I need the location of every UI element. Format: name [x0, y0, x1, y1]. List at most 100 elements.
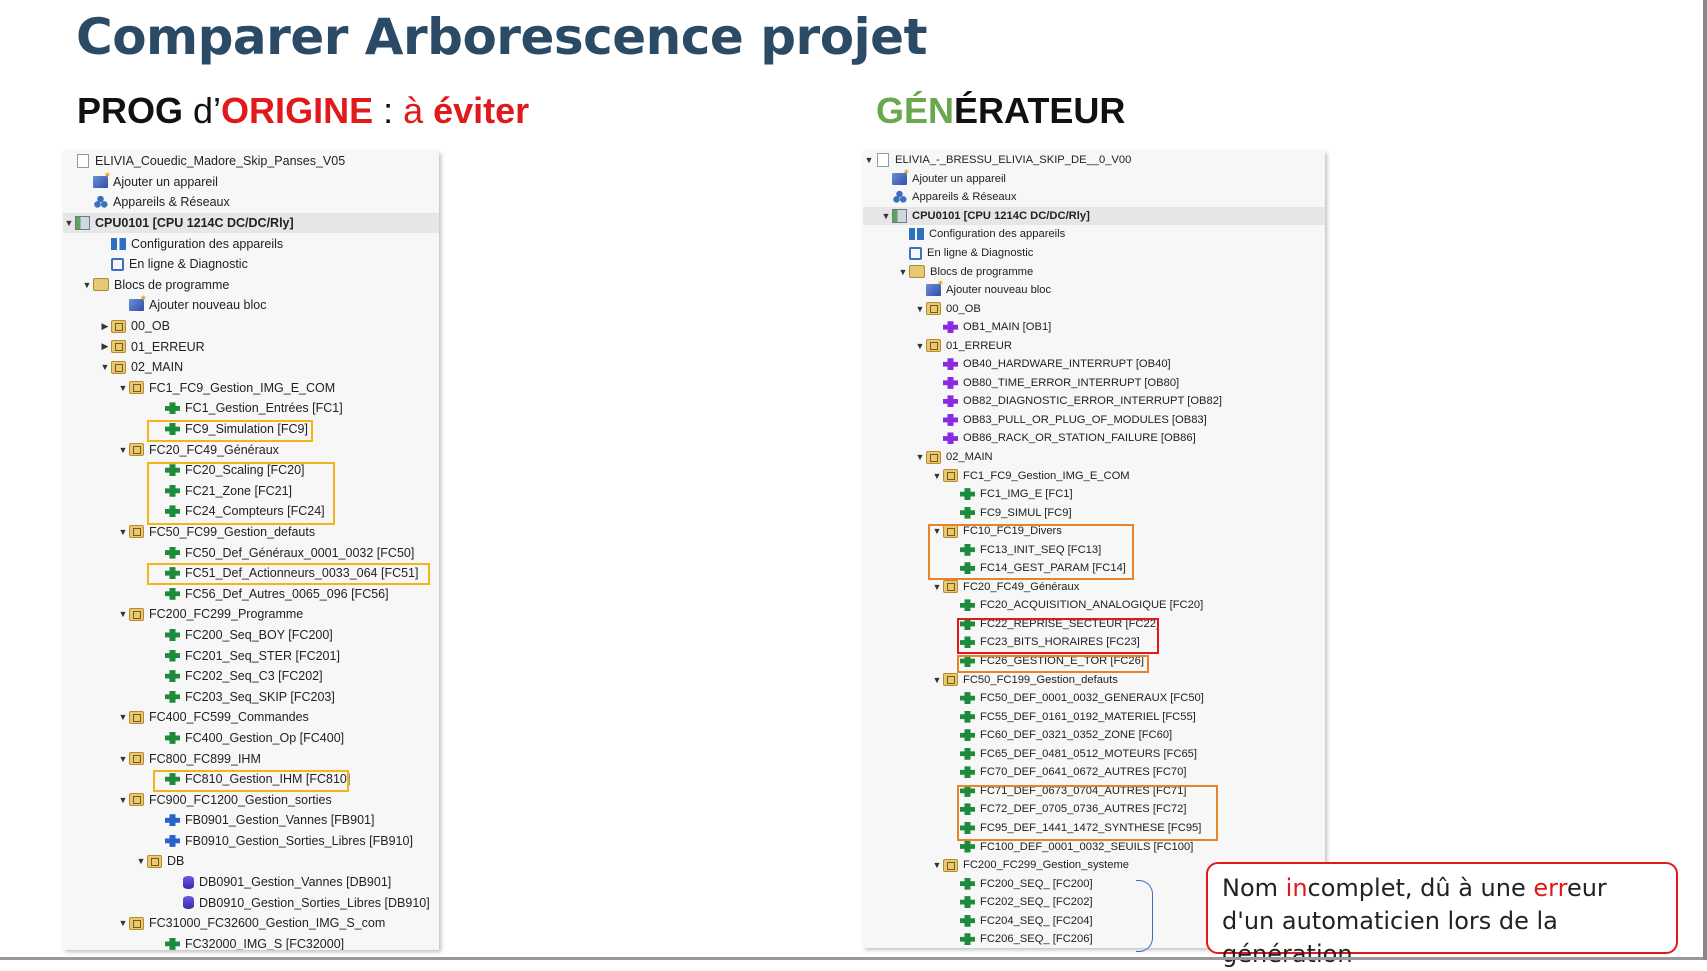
tree-item[interactable]: ▼02_MAIN: [863, 448, 1325, 467]
tree-item[interactable]: FC26_GESTION_E_TOR [FC26]: [863, 652, 1325, 671]
expand-arrow-icon[interactable]: ▼: [932, 674, 942, 685]
tree-item[interactable]: DB0901_Gestion_Vannes [DB901]: [63, 872, 439, 893]
tree-item[interactable]: FC71_DEF_0673_0704_AUTRES [FC71]: [863, 782, 1325, 801]
tree-item[interactable]: FC70_DEF_0641_0672_AUTRES [FC70]: [863, 763, 1325, 782]
tree-item[interactable]: FC32000_IMG_S [FC32000]: [63, 934, 439, 950]
tree-item[interactable]: FC56_Def_Autres_0065_096 [FC56]: [63, 583, 439, 604]
tree-item[interactable]: FC1_IMG_E [FC1]: [863, 485, 1325, 504]
tree-item[interactable]: FC24_Compteurs [FC24]: [63, 501, 439, 522]
tree-item[interactable]: ▼FC50_FC99_Gestion_defauts: [63, 522, 439, 543]
tree-item[interactable]: ▼DB: [63, 851, 439, 872]
tree-item[interactable]: OB1_MAIN [OB1]: [863, 318, 1325, 337]
tree-item[interactable]: ▼FC900_FC1200_Gestion_sorties: [63, 789, 439, 810]
tree-item[interactable]: FC95_DEF_1441_1472_SYNTHESE [FC95]: [863, 819, 1325, 838]
tree-item[interactable]: Ajouter nouveau bloc: [863, 278, 1325, 300]
tree-item[interactable]: ▼CPU0101 [CPU 1214C DC/DC/Rly]: [863, 206, 1325, 226]
collapse-arrow-icon[interactable]: ▶: [101, 320, 109, 331]
tree-item[interactable]: FC203_Seq_SKIP [FC203]: [63, 686, 439, 707]
tree-item[interactable]: ▼Blocs de programme: [863, 262, 1325, 281]
expand-arrow-icon[interactable]: ▼: [118, 712, 128, 723]
tree-item[interactable]: FC400_Gestion_Op [FC400]: [63, 728, 439, 749]
expand-arrow-icon[interactable]: ▼: [82, 279, 92, 290]
tree-item[interactable]: OB82_DIAGNOSTIC_ERROR_INTERRUPT [OB82]: [863, 392, 1325, 411]
tree-item[interactable]: FC1_Gestion_Entrées [FC1]: [63, 398, 439, 419]
tree-item[interactable]: FC72_DEF_0705_0736_AUTRES [FC72]: [863, 800, 1325, 819]
expand-arrow-icon[interactable]: ▼: [136, 856, 146, 867]
tree-item[interactable]: Appareils & Réseaux: [63, 192, 439, 213]
tree-item[interactable]: ▶01_ERREUR: [63, 336, 439, 357]
expand-arrow-icon[interactable]: ▼: [64, 218, 74, 229]
tree-item[interactable]: FC14_GEST_PARAM [FC14]: [863, 559, 1325, 578]
tree-item[interactable]: FC200_SEQ_ [FC200]: [863, 874, 1325, 893]
tree-item[interactable]: FC206_SEQ_ [FC206]: [863, 930, 1325, 948]
tree-item[interactable]: ▼FC200_FC299_Gestion_systeme: [863, 856, 1325, 875]
tree-item[interactable]: ▼ELIVIA_-_BRESSU_ELIVIA_SKIP_DE__0_V00: [863, 151, 1325, 170]
tree-item[interactable]: FC202_Seq_C3 [FC202]: [63, 666, 439, 687]
expand-arrow-icon[interactable]: ▼: [118, 609, 128, 620]
tree-item[interactable]: FC50_Def_Généraux_0001_0032 [FC50]: [63, 542, 439, 563]
tree-item[interactable]: ▼Blocs de programme: [63, 275, 439, 296]
expand-arrow-icon[interactable]: ▼: [118, 794, 128, 805]
tree-item[interactable]: FC23_BITS_HORAIRES [FC23]: [863, 633, 1325, 652]
expand-arrow-icon[interactable]: ▼: [915, 303, 925, 314]
tree-item[interactable]: ▼FC31000_FC32600_Gestion_IMG_S_com: [63, 913, 439, 934]
tree-item[interactable]: Ajouter un appareil: [863, 167, 1325, 189]
expand-arrow-icon[interactable]: ▼: [118, 382, 128, 393]
tree-item[interactable]: ▼01_ERREUR: [863, 336, 1325, 355]
tree-item[interactable]: ▼02_MAIN: [63, 357, 439, 378]
tree-item[interactable]: FC9_Simulation [FC9]: [63, 419, 439, 440]
expand-arrow-icon[interactable]: ▼: [932, 526, 942, 537]
tree-item[interactable]: FC51_Def_Actionneurs_0033_064 [FC51]: [63, 563, 439, 584]
tree-item[interactable]: FB0901_Gestion_Vannes [FB901]: [63, 810, 439, 831]
tree-item[interactable]: FC55_DEF_0161_0192_MATERIEL [FC55]: [863, 707, 1325, 726]
tree-item[interactable]: FC20_Scaling [FC20]: [63, 460, 439, 481]
tree-item[interactable]: En ligne & Diagnostic: [63, 254, 439, 275]
expand-arrow-icon[interactable]: ▼: [118, 918, 128, 929]
tree-item[interactable]: OB83_PULL_OR_PLUG_OF_MODULES [OB83]: [863, 411, 1325, 430]
tree-item[interactable]: Ajouter un appareil: [63, 170, 439, 193]
tree-item[interactable]: FC50_DEF_0001_0032_GENERAUX [FC50]: [863, 689, 1325, 708]
tree-item[interactable]: ▼FC20_FC49_Généraux: [63, 439, 439, 460]
tree-item[interactable]: OB40_HARDWARE_INTERRUPT [OB40]: [863, 355, 1325, 374]
tree-item[interactable]: ▶00_OB: [63, 316, 439, 337]
expand-arrow-icon[interactable]: ▼: [932, 860, 942, 871]
expand-arrow-icon[interactable]: ▼: [118, 444, 128, 455]
tree-item[interactable]: ▼FC200_FC299_Programme: [63, 604, 439, 625]
tree-item[interactable]: FC65_DEF_0481_0512_MOTEURS [FC65]: [863, 745, 1325, 764]
tree-item[interactable]: Appareils & Réseaux: [863, 188, 1325, 207]
expand-arrow-icon[interactable]: ▼: [915, 340, 925, 351]
tree-item[interactable]: FC21_Zone [FC21]: [63, 481, 439, 502]
expand-arrow-icon[interactable]: ▼: [118, 526, 128, 537]
tree-item[interactable]: Ajouter nouveau bloc: [63, 293, 439, 316]
tree-item[interactable]: FC201_Seq_STER [FC201]: [63, 645, 439, 666]
tree-item[interactable]: En ligne & Diagnostic: [863, 244, 1325, 263]
tree-item[interactable]: FC20_ACQUISITION_ANALOGIQUE [FC20]: [863, 596, 1325, 615]
expand-arrow-icon[interactable]: ▼: [864, 155, 874, 166]
tree-item[interactable]: FC13_INIT_SEQ [FC13]: [863, 540, 1325, 559]
tree-item[interactable]: FC204_SEQ_ [FC204]: [863, 911, 1325, 930]
tree-item[interactable]: ▼FC800_FC899_IHM: [63, 748, 439, 769]
tree-item[interactable]: Configuration des appareils: [63, 233, 439, 254]
tree-item[interactable]: FC200_Seq_BOY [FC200]: [63, 625, 439, 646]
tree-item[interactable]: OB80_TIME_ERROR_INTERRUPT [OB80]: [863, 374, 1325, 393]
tree-item[interactable]: ▼FC1_FC9_Gestion_IMG_E_COM: [863, 466, 1325, 485]
tree-item[interactable]: FC9_SIMUL [FC9]: [863, 503, 1325, 522]
tree-item[interactable]: Configuration des appareils: [863, 225, 1325, 244]
tree-item[interactable]: FB0910_Gestion_Sorties_Libres [FB910]: [63, 831, 439, 852]
tree-item[interactable]: FC22_REPRISE_SECTEUR [FC22]: [863, 615, 1325, 634]
expand-arrow-icon[interactable]: ▼: [881, 210, 891, 221]
tree-item[interactable]: FC810_Gestion_IHM [FC810]: [63, 769, 439, 790]
tree-item[interactable]: FC100_DEF_0001_0032_SEUILS [FC100]: [863, 837, 1325, 856]
tree-item[interactable]: ▼FC400_FC599_Commandes: [63, 707, 439, 728]
tree-item[interactable]: ▼00_OB: [863, 299, 1325, 318]
collapse-arrow-icon[interactable]: ▶: [101, 341, 109, 352]
tree-item[interactable]: ELIVIA_Couedic_Madore_Skip_Panses_V05: [63, 151, 439, 172]
expand-arrow-icon[interactable]: ▼: [100, 362, 110, 373]
tree-item[interactable]: ▼FC10_FC19_Divers: [863, 522, 1325, 541]
expand-arrow-icon[interactable]: ▼: [898, 266, 908, 277]
expand-arrow-icon[interactable]: ▼: [932, 581, 942, 592]
tree-item[interactable]: FC60_DEF_0321_0352_ZONE [FC60]: [863, 726, 1325, 745]
tree-item[interactable]: ▼FC50_FC199_Gestion_defauts: [863, 670, 1325, 689]
tree-item[interactable]: FC202_SEQ_ [FC202]: [863, 893, 1325, 912]
expand-arrow-icon[interactable]: ▼: [932, 470, 942, 481]
